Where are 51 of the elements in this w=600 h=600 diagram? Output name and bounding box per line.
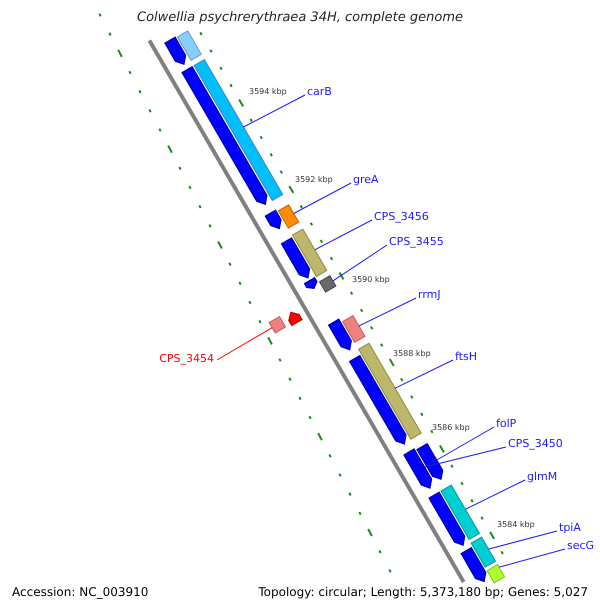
- gene-feature: [318, 275, 337, 293]
- gene-feature: [470, 536, 496, 568]
- gene-label: folP: [496, 416, 516, 432]
- gene-feature: [181, 66, 268, 206]
- gene-feature: [348, 354, 407, 445]
- gene-feature: [460, 546, 486, 582]
- leader-line: [436, 426, 494, 460]
- gene-label: rrmJ: [418, 287, 441, 303]
- leader-line: [243, 94, 306, 128]
- gene-feature: [264, 209, 282, 230]
- gene-label: CPS_3450: [508, 436, 563, 452]
- gene-label: ftsH: [455, 349, 477, 365]
- position-label: 3590 kbp: [352, 275, 390, 285]
- position-label: 3584 kbp: [497, 520, 535, 530]
- position-label: 3592 kbp: [295, 175, 333, 185]
- leader-line: [358, 298, 416, 326]
- gene-feature: [280, 237, 310, 279]
- gene-feature: [416, 442, 444, 480]
- leader-line: [314, 220, 372, 250]
- gene-label: tpiA: [559, 520, 581, 536]
- gene-feature: [440, 484, 480, 540]
- position-label: 3586 kbp: [432, 423, 470, 433]
- accession-label: Accession: NC_003910: [10, 585, 150, 600]
- gene-feature: [403, 448, 432, 489]
- gene-feature: [268, 316, 286, 334]
- gene-label: CPS_3455: [389, 234, 444, 250]
- gene-feature: [342, 314, 366, 343]
- gene-feature: [288, 312, 303, 326]
- gene-feature: [278, 204, 300, 229]
- gene-label: greA: [353, 172, 379, 188]
- leader-line: [498, 548, 566, 568]
- gene-label: glmM: [527, 469, 558, 485]
- gene-label: CPS_3454: [159, 351, 214, 367]
- leader-line: [424, 446, 506, 468]
- gene-feature: [292, 228, 328, 278]
- position-label: 3594 kbp: [249, 87, 287, 97]
- genome-summary: Topology: circular; Length: 5,373,180 bp; Genes: 5,027: [256, 585, 590, 600]
- gene-feature: [164, 36, 186, 65]
- position-label: 3588 kbp: [393, 349, 431, 359]
- gene-feature: [428, 491, 466, 546]
- leader-line: [216, 327, 273, 360]
- gene-label: carB: [307, 84, 332, 100]
- gene-label: secG: [567, 538, 594, 554]
- leader-line: [464, 480, 526, 510]
- leader-line: [332, 244, 388, 282]
- gene-feature: [176, 30, 202, 61]
- leader-line: [293, 182, 352, 214]
- gene-feature: [328, 318, 352, 350]
- gene-label: CPS_3456: [374, 209, 429, 225]
- leader-line: [394, 360, 454, 389]
- leader-line: [488, 530, 558, 550]
